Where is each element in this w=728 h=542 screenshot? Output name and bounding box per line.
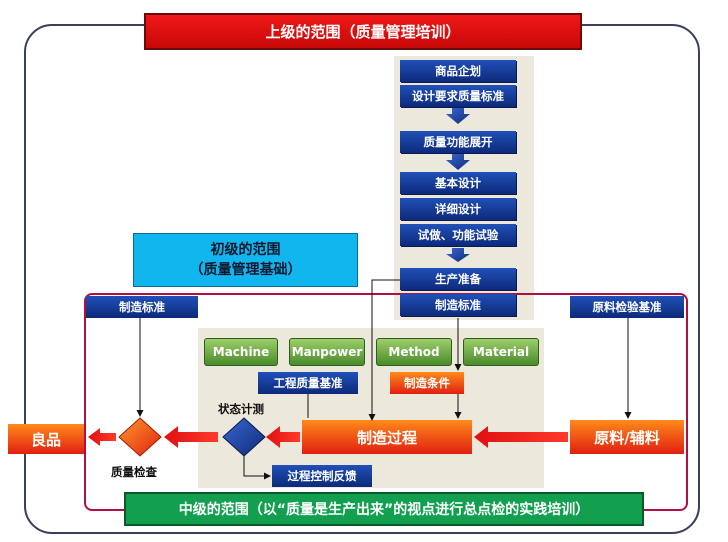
down-arrow-icon: [446, 248, 470, 262]
connector-line: [368, 279, 400, 421]
primary-scope-line2: （质量管理基础）: [189, 262, 302, 278]
left-manufacturing-standard: 制造标准: [86, 296, 198, 318]
process-control-feedback: 过程控制反馈: [272, 465, 372, 487]
flow-step-design-requirements: 设计要求质量标准: [400, 85, 516, 107]
down-arrow-icon: [446, 154, 470, 170]
quality-inspection-diamond: [118, 417, 162, 457]
status-measure-diamond: [222, 417, 266, 457]
4m-material: Material: [463, 338, 539, 366]
4m-machine: Machine: [204, 338, 278, 366]
status-measure-label: 状态计测: [218, 402, 264, 416]
red-arrow-icon: [88, 428, 116, 446]
down-arrow-icon: [446, 108, 470, 124]
flow-step-detail-design: 详细设计: [400, 198, 516, 220]
good-product: 良品: [8, 424, 84, 454]
manufacturing-conditions: 制造条件: [390, 372, 464, 394]
red-arrow-icon: [266, 426, 300, 448]
flow-step-production-prep: 生产准备: [400, 268, 516, 290]
red-arrow-icon: [164, 426, 218, 448]
manufacturing-process: 制造过程: [302, 420, 472, 454]
4m-method: Method: [376, 338, 452, 366]
flow-step-basic-design: 基本设计: [400, 172, 516, 194]
4m-manpower: Manpower: [289, 338, 365, 366]
process-quality-standard: 工程质量基准: [258, 372, 358, 394]
raw-materials: 原料/辅料: [570, 420, 684, 454]
primary-scope-box: 初级的范围 （质量管理基础）: [133, 233, 358, 287]
raw-material-inspection-standard: 原料检验基准: [570, 296, 684, 318]
middle-scope-title: 中级的范围（以“质量是生产出来”的视点进行总点检的实践培训）: [124, 492, 644, 526]
flow-step-product-planning: 商品企划: [400, 60, 516, 82]
flow-step-trial: 试做、功能试验: [400, 224, 516, 246]
red-arrow-icon: [474, 426, 568, 448]
upper-scope-title: 上级的范围（质量管理培训）: [144, 13, 582, 50]
flow-step-qfd: 质量功能展开: [400, 131, 516, 153]
quality-inspection-label: 质量检查: [111, 465, 157, 479]
connector-line: [243, 456, 271, 480]
flow-step-manufacturing-standard: 制造标准: [400, 294, 516, 316]
primary-scope-line1: 初级的范围: [210, 242, 281, 258]
